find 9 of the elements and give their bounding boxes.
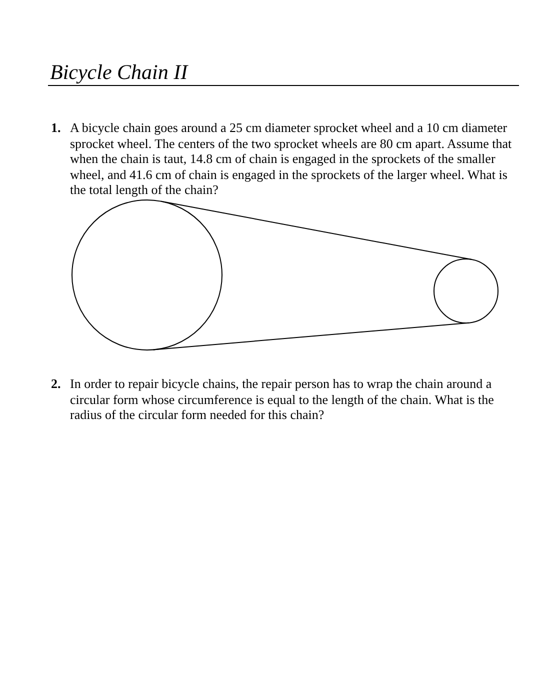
small-sprocket-wheel xyxy=(434,258,498,324)
question-text: In order to repair bicycle chains, the repair person has to wrap the chain around a circular form whose circumference is equal to the length of the chain. What is the radius of the circular form needed for this chain? xyxy=(70,376,495,423)
chain-line xyxy=(160,200,472,260)
large-sprocket-wheel xyxy=(72,200,222,350)
question-text: A bicycle chain goes around a 25 cm diameter sprocket wheel and a 10 cm diameter sprocket wheel. The centers of the two sprocket wheels are 80 cm apart. Assume that when the chain is taut, 14.8 cm of chain is engaged in the sprockets of the smaller wheel, and 41.6 cm of chain is engaged in the sprockets of the larger wheel. What is the total length of the chain? xyxy=(70,120,513,198)
worksheet-title: Bicycle Chain II xyxy=(50,60,188,85)
question-number: 2. xyxy=(51,376,61,392)
chain-line xyxy=(152,322,470,350)
question-number: 1. xyxy=(51,120,61,136)
